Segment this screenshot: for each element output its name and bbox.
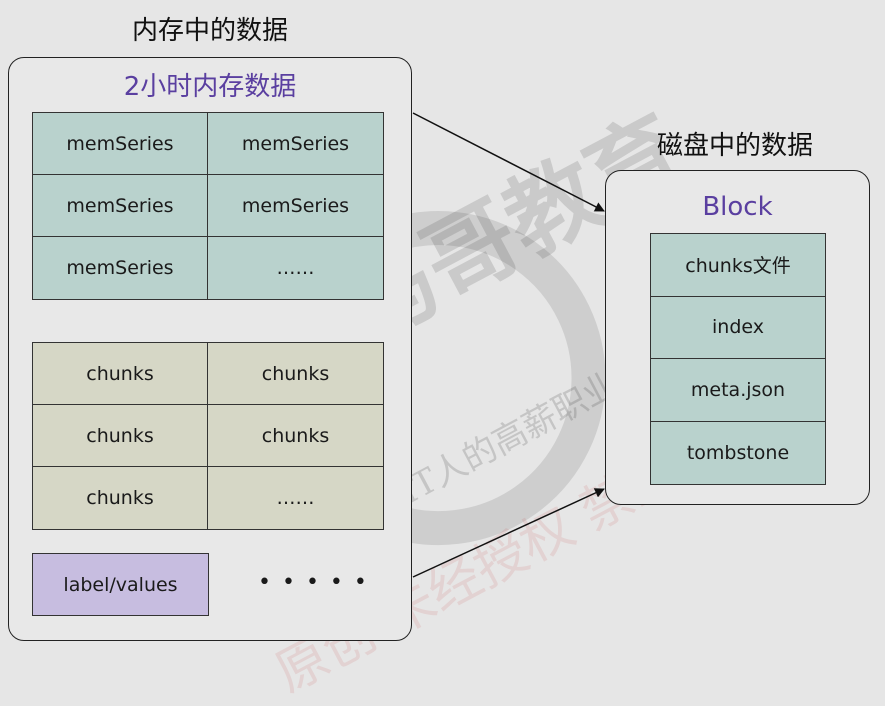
chunks-table: chunks chunks chunks chunks chunks ……	[32, 342, 384, 530]
mem-series-cell: memSeries	[33, 113, 208, 175]
block-item-chunks: chunks文件	[651, 234, 825, 297]
flow-arrows	[412, 112, 605, 578]
arrow-chunks-to-block	[412, 488, 605, 578]
label-values-box: label/values	[32, 553, 209, 616]
mem-series-cell: memSeries	[208, 175, 383, 237]
block-item-tombstone: tombstone	[651, 421, 825, 484]
chunks-ellipsis: ……	[208, 467, 383, 529]
block-item-index: index	[651, 296, 825, 359]
chunks-cell: chunks	[33, 405, 208, 467]
block-file-list: chunks文件 index meta.json tombstone	[650, 233, 826, 485]
memory-subtitle: 2小时内存数据	[123, 72, 297, 102]
mem-series-cell: memSeries	[33, 175, 208, 237]
mem-series-cell: memSeries	[208, 113, 383, 175]
memory-title: 内存中的数据	[131, 16, 288, 46]
mem-series-table: memSeries memSeries memSeries memSeries …	[32, 112, 384, 300]
mem-series-cell: memSeries	[33, 237, 208, 299]
chunks-cell: chunks	[33, 343, 208, 405]
chunks-cell: chunks	[208, 405, 383, 467]
arrow-mem-to-block	[412, 112, 605, 212]
more-dots: • • • • •	[258, 570, 369, 595]
block-title: Block	[702, 192, 773, 222]
chunks-cell: chunks	[33, 467, 208, 529]
disk-title: 磁盘中的数据	[656, 131, 813, 161]
chunks-cell: chunks	[208, 343, 383, 405]
block-item-meta: meta.json	[651, 359, 825, 422]
mem-series-ellipsis: ……	[208, 237, 383, 299]
